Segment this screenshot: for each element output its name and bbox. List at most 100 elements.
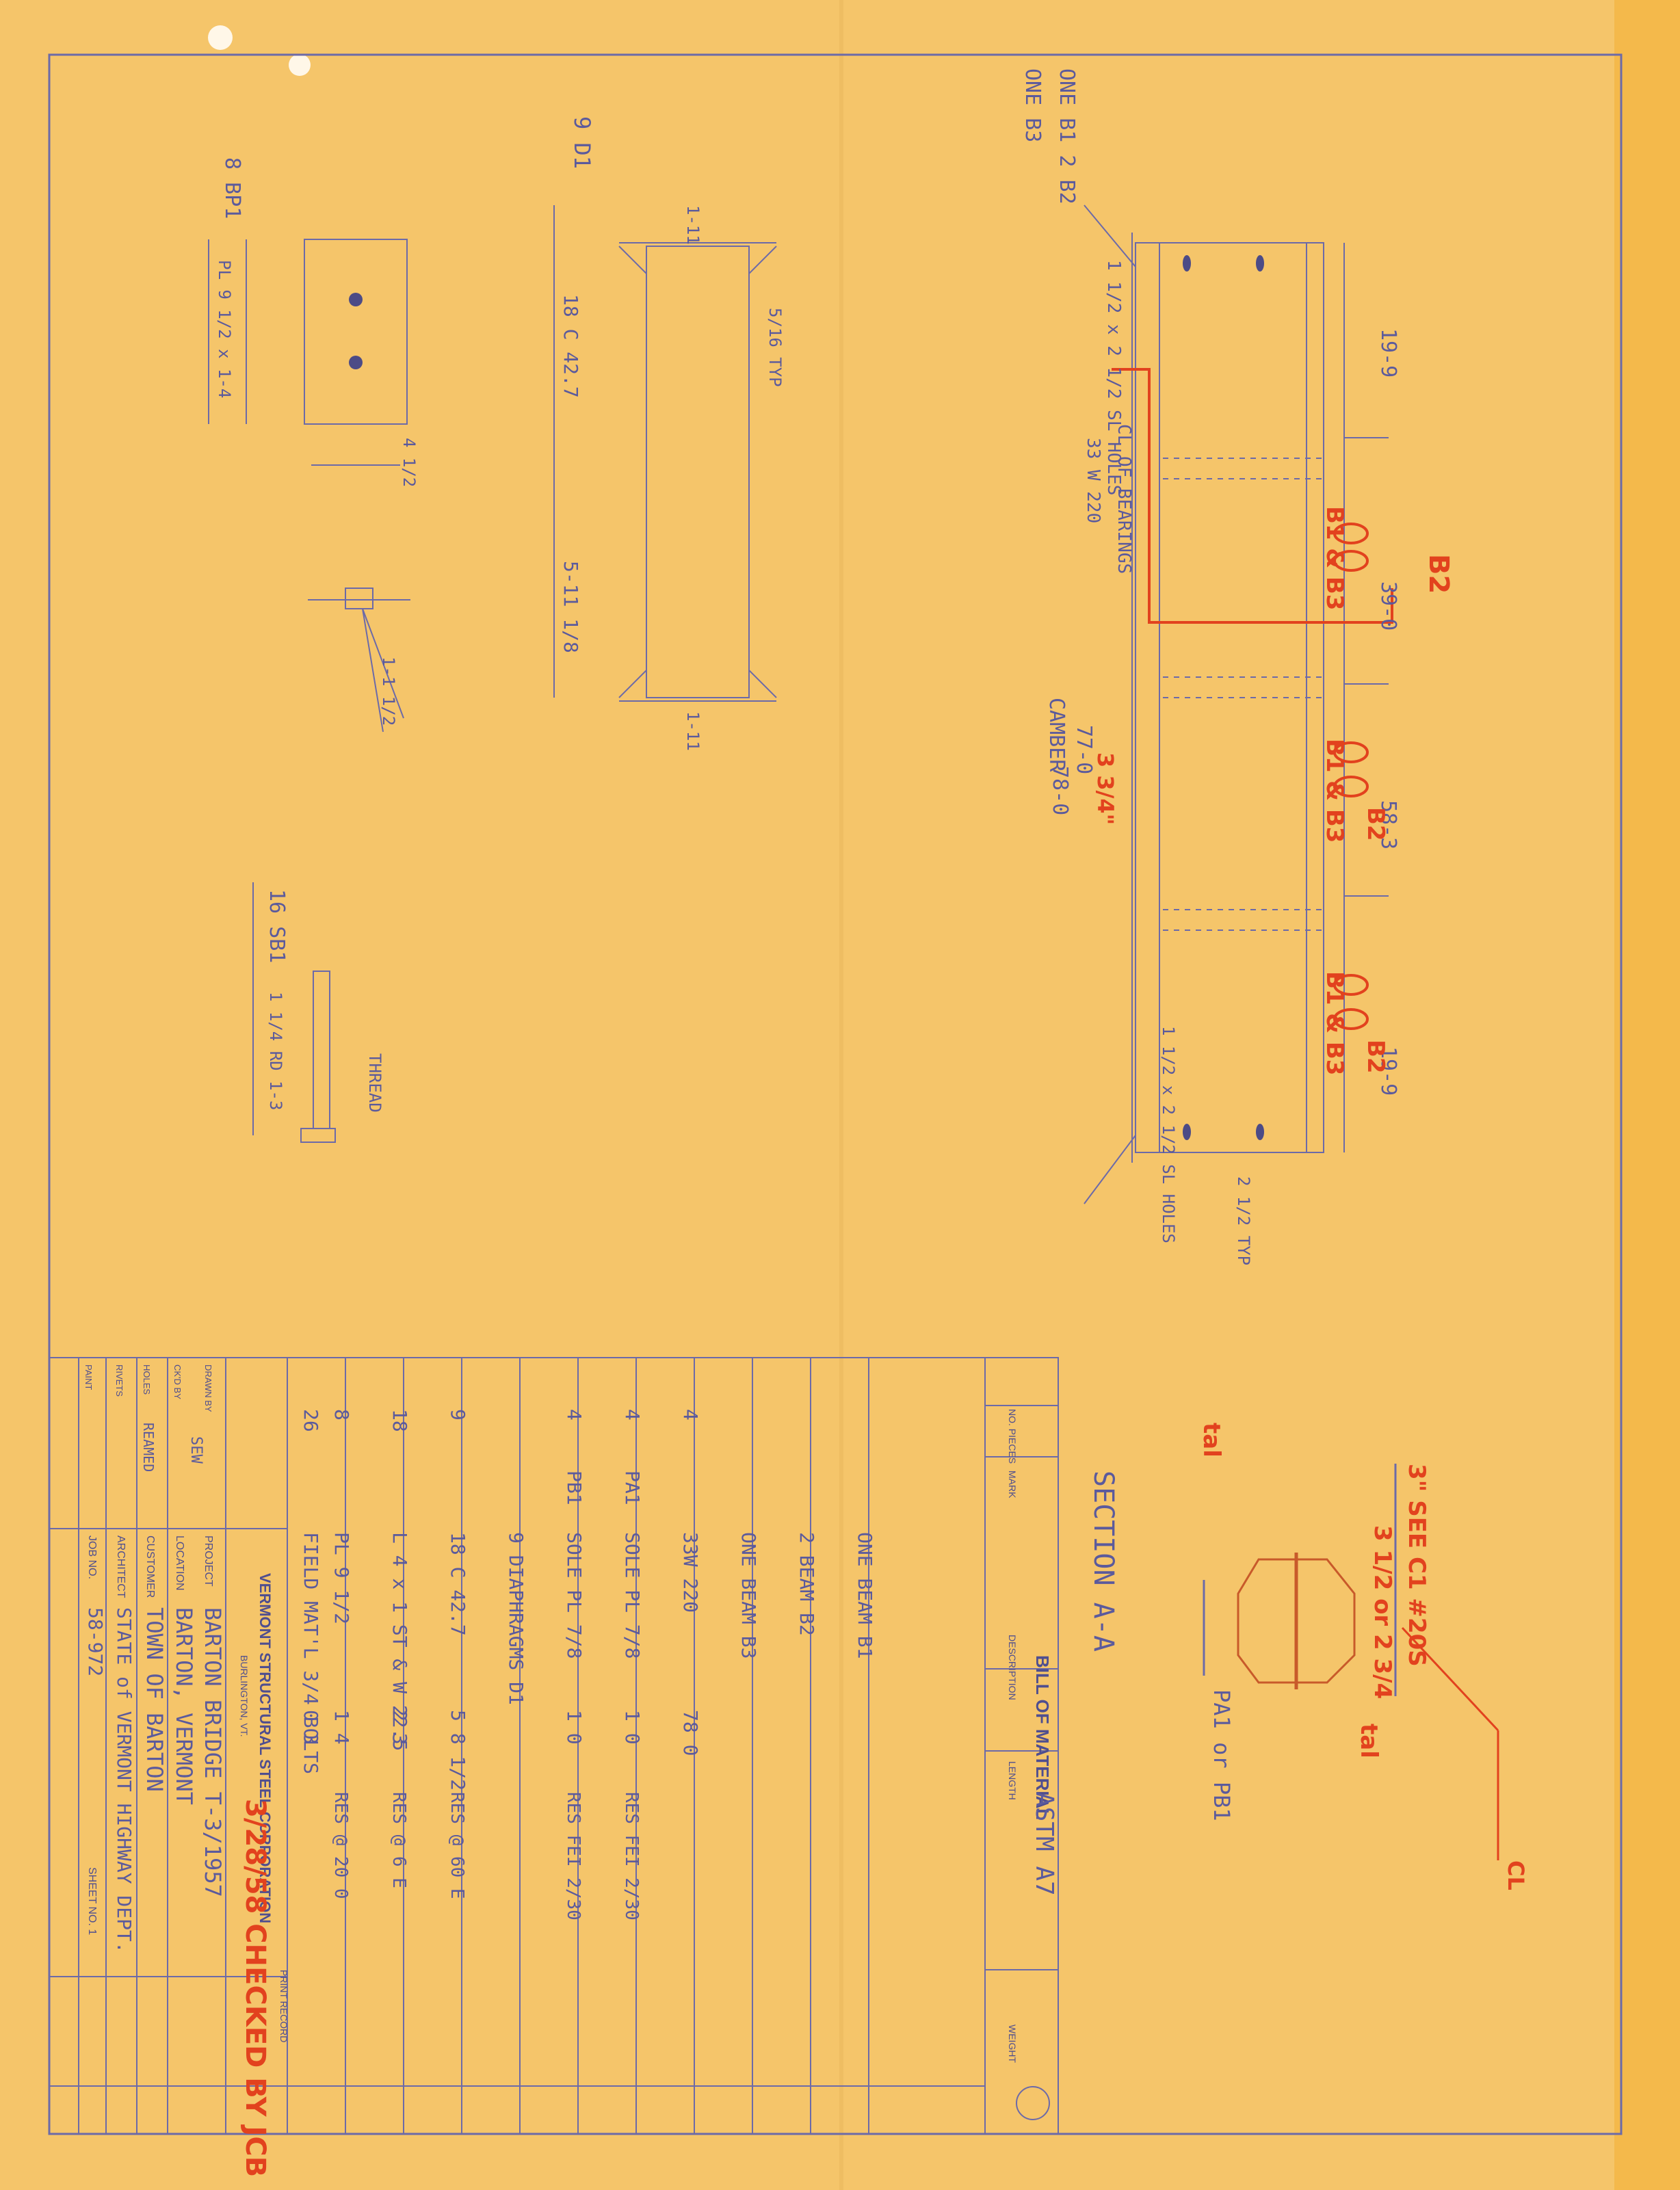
bom-row-length: 1 0 [563,1710,586,1745]
paint-label: PAINT [83,1364,94,1390]
bom-material-spec: ASTM A7 [1030,1792,1058,1896]
anchor-dim: 1-1 1/2 [379,657,398,726]
bom-row-pcs: 18 [389,1409,411,1432]
beam-bearing-note: CL OF BEARINGS [1114,424,1134,574]
project-label: PROJECT [202,1535,214,1587]
beam-bolt-holes [1183,255,1264,1140]
bom-row-description: SOLE PL 7/8 [563,1532,586,1659]
bom-row-description: L 4 x 1 ST & W 22.5 [389,1532,411,1751]
architect-value: STATE of VERMONT HIGHWAY DEPT. [113,1607,135,1953]
print-record-label: PRINT RECORD [278,1970,289,2042]
bom-row-description: SOLE PL 7/8 [621,1532,644,1659]
dim-19-9-bottom: 19-9 [1376,1046,1400,1096]
beam-length-1: 77-0 [1072,725,1096,774]
dim-39-0: 39-0 [1376,581,1400,631]
bom-row-length: 1 0 [621,1710,644,1745]
bom-row-description: 33W 220 [679,1532,702,1613]
bom-row-length: 78 0 [679,1710,702,1756]
bom-row-length: 0 3 [300,1710,322,1745]
beam-pieces-label: ONE B1 2 B2 [1055,68,1079,205]
bom-title: BILL OF MATERIAL [1032,1655,1053,1819]
bom-row-description: FIELD MAT'L 3/4 BOLTS [300,1532,322,1774]
customer-label: CUSTOMER [144,1535,156,1598]
bom-row-pcs: 4 [621,1409,644,1421]
dim-58-3: 58-3 [1376,800,1400,849]
beam-camber: CAMBER [1045,698,1068,772]
bearing-plate-detail [208,239,408,466]
bom-row-description: ONE BEAM B1 [854,1532,876,1659]
diaphragm-detail [553,205,777,702]
holes-value: REAMED [140,1423,157,1472]
punch-hole [289,54,311,76]
markup-b1-b3-2: B1 & B3 [1321,739,1348,843]
bom-row-remarks: RES @ 6 E [389,1792,409,1888]
col-mark: MARK [1007,1470,1018,1499]
bom-row-pcs: 4 [679,1409,702,1421]
col-weight: WEIGHT [1007,2024,1018,2063]
section-tal-2: tal [1355,1724,1382,1758]
beam-length-2: 78-0 [1048,766,1072,815]
sole-bar-detail [252,882,336,1143]
bom-row-description: 2 BEAM B2 [796,1532,818,1636]
beam-section: 33 W 220 [1083,438,1103,523]
bom-row-description: 18 C 42.7 [447,1532,469,1636]
ckd-by-label: CK'D BY [172,1364,183,1399]
section-plate-note: PA1 or PB1 [1209,1689,1235,1821]
bom-row-remarks: RES @ 60 E [447,1792,467,1899]
job-no-value: 58-972 [84,1607,107,1676]
revision-circle [1016,2086,1050,2120]
bom-row-length: 5 8 1/2 [447,1710,469,1791]
sheet-no: SHEET NO. 1 [86,1867,98,1935]
location-label: LOCATION [174,1535,185,1591]
bom-row-description: PL 9 1/2 [330,1532,353,1624]
bom-row-pcs: 26 [300,1409,322,1432]
bom-row-remarks: RES @ 20 0 [330,1792,351,1899]
anchor-bolt-detail [308,588,410,733]
checked-stamp: 3/28/58 CHECKED BY JCB [239,1799,271,2177]
diaphragm-bottom-dim: 1-11 [683,711,703,751]
bom-row-description: ONE BEAM B3 [737,1532,760,1659]
section-note-c1: 3" SEE C1 #20S [1403,1464,1430,1667]
job-no-label: JOB NO. [86,1535,98,1579]
bearing-plate-size: PL 9 1/2 x 1-4 [215,260,234,398]
section-a-a-title: SECTION A-A [1088,1470,1119,1652]
title-block [49,1357,1059,2135]
section-note-offset: 3 1/2 or 2 3/4 [1369,1525,1396,1699]
dim-19-9-top: 19-9 [1376,328,1400,378]
bom-row-length: 2 3 [389,1710,411,1745]
customer-value: TOWN OF BARTON [142,1607,168,1792]
col-description: DESCRIPTION [1007,1635,1018,1700]
bom-row-mark: PB1 [563,1470,586,1505]
section-cl-note: CL [1503,1860,1529,1890]
markup-b1-b3-1: B1 & B3 [1321,506,1348,610]
bom-row-mark: PA1 [621,1470,644,1505]
markup-b2-3: B2 [1362,1040,1389,1074]
diaphragm-top-dim: 1-11 [683,205,703,245]
drawn-by-value: SEW [187,1436,205,1464]
sole-bar-thread: THREAD [365,1053,384,1113]
rivets-label: RIVETS [114,1364,124,1397]
beam-typ-note: 2 1/2 TYP [1234,1176,1253,1265]
diaphragm-weld-note: 5/16 TYP [765,308,785,387]
company-city: BURLINGTON, VT. [239,1655,250,1737]
bearing-plate-label: 8 BP1 [220,157,244,219]
bearing-plate-holes [349,293,363,369]
location-value: BARTON, VERMONT [171,1607,197,1805]
bearing-plate-dim: 4 1/2 [399,438,419,487]
red-markup [1112,368,1393,1030]
drawn-by-label: DRAWN BY [203,1364,213,1412]
bom-row-remarks: RES FEI 2/30 [563,1792,583,1921]
holes-label: HOLES [142,1364,152,1395]
beam-slot-note: 1 1/2 x 2 1/2 SL HOLES [1103,260,1124,495]
sole-bar-size: 1 1/4 RD 1-3 [266,992,285,1110]
company-name: VERMONT STRUCTURAL STEEL CORPORATION [257,1573,274,1923]
beam-camber-value: 3 3/4" [1092,752,1118,825]
beam-pieces-label-2: ONE B3 [1021,68,1045,142]
bom-row-pcs: 8 [330,1409,353,1421]
beam-end-plate-note: 1 1/2 x 2 1/2 SL HOLES [1159,1026,1178,1243]
section-a-a-drawing [1203,1464,1499,1860]
bom-row-length: 1 4 [330,1710,353,1745]
architect-label: ARCHITECT [115,1535,127,1598]
